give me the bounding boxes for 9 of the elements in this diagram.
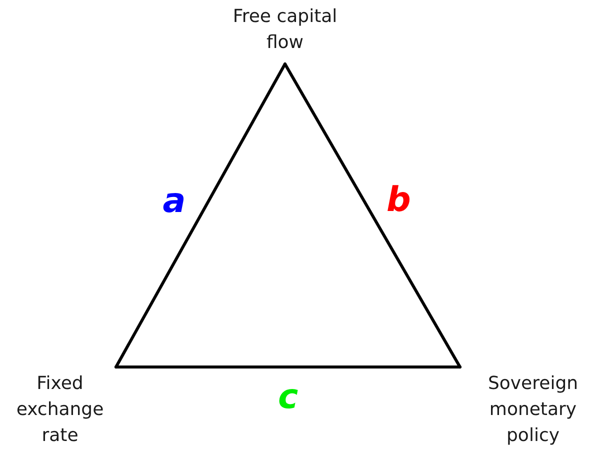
vertex-label: Sovereign monetary policy <box>475 371 591 449</box>
vertex-label: Free capital flow <box>221 4 349 56</box>
triangle-side <box>114 366 462 368</box>
triangle-side <box>114 62 286 368</box>
triangle-side <box>284 62 462 368</box>
edge-label: b <box>386 181 411 220</box>
edge-label: c <box>278 378 298 416</box>
vertex-label: Fixed exchange rate <box>6 371 114 449</box>
edge-label: a <box>162 182 186 220</box>
